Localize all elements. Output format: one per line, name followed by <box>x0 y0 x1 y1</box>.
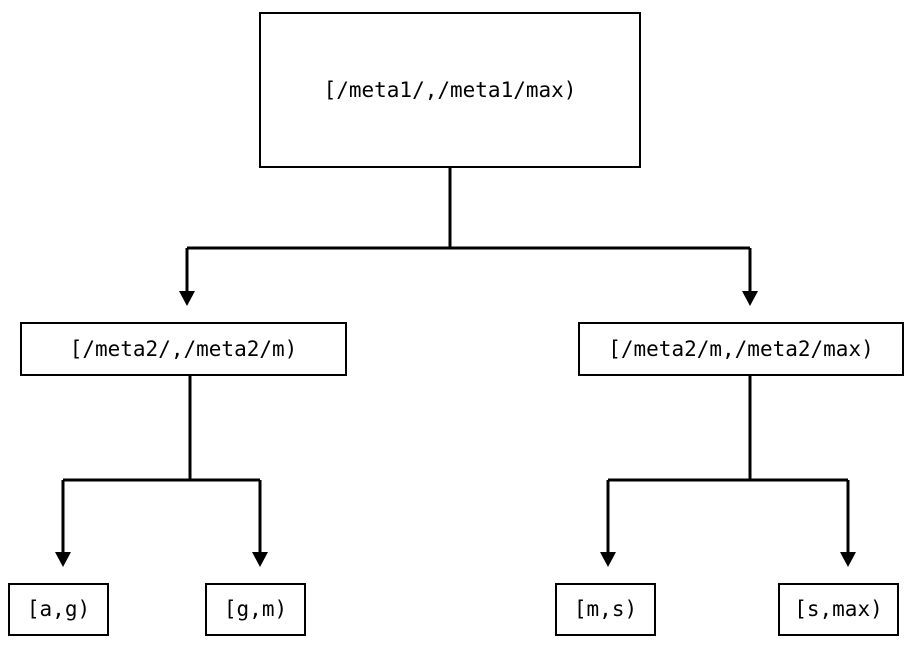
arrowhead-icon-to-leaf-2 <box>600 552 616 567</box>
tree-node-leaf[interactable]: [a,g) <box>8 583 109 636</box>
tree-node-leaf-label: [m,s) <box>573 597 638 621</box>
arrowhead-icon-to-leaf-3 <box>840 552 856 567</box>
arrowhead-icon-to-mid-left <box>179 291 195 306</box>
tree-node-leaf-label: [g,m) <box>223 597 288 621</box>
arrowhead-icon-to-leaf-0 <box>55 552 71 567</box>
tree-node-leaf[interactable]: [s,max) <box>778 583 899 636</box>
tree-node-root[interactable]: [/meta1/,/meta1/max) <box>259 12 641 168</box>
tree-node-leaf-label: [a,g) <box>26 597 91 621</box>
tree-node-leaf[interactable]: [m,s) <box>555 583 656 636</box>
tree-node-mid-right-label: [/meta2/m,/meta2/max) <box>608 336 874 361</box>
arrowhead-icon-to-mid-right <box>742 291 758 306</box>
arrowhead-icon-to-leaf-1 <box>252 552 268 567</box>
tree-node-leaf[interactable]: [g,m) <box>205 583 306 636</box>
tree-node-mid-left-label: [/meta2/,/meta2/m) <box>69 336 298 361</box>
tree-node-mid-left[interactable]: [/meta2/,/meta2/m) <box>20 322 347 376</box>
tree-node-leaf-label: [s,max) <box>794 597 883 621</box>
tree-node-mid-right[interactable]: [/meta2/m,/meta2/max) <box>578 322 904 376</box>
tree-node-root-label: [/meta1/,/meta1/max) <box>323 77 577 102</box>
